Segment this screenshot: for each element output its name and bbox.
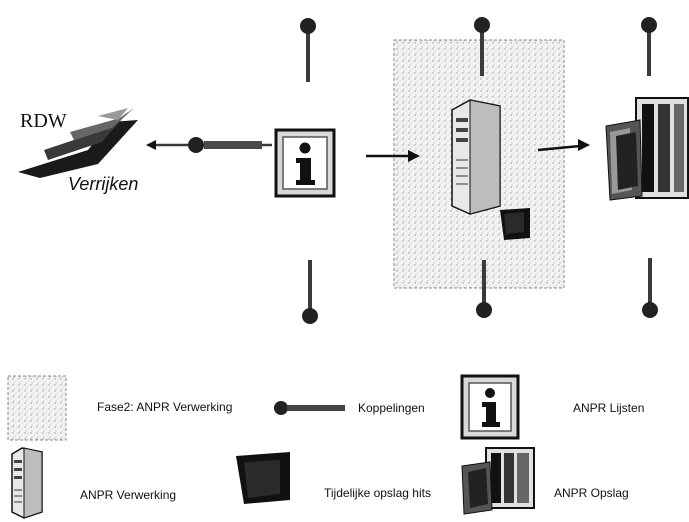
legend-swatch-server	[11, 447, 43, 519]
legend-swatch-temp-storage	[236, 452, 290, 504]
arrow-lijsten-verwerking	[366, 150, 420, 162]
legend-label-koppelingen: Koppelingen	[358, 401, 425, 415]
rdw-title: RDW	[20, 110, 67, 132]
connector-top-opslag	[641, 17, 657, 76]
legend-label-fase2: Fase2: ANPR Verwerking	[97, 400, 233, 414]
server-icon	[451, 99, 501, 215]
legend-label-anpr-opslag: ANPR Opslag	[554, 486, 629, 500]
connector-top-lijsten	[300, 18, 316, 82]
rdw-logo	[18, 108, 138, 178]
rdw-subtitle: Verrijken	[68, 174, 139, 194]
legend-swatch-fase2	[7, 375, 67, 441]
archive-icon	[605, 97, 689, 201]
koppeling-lijsten-rdw	[146, 137, 272, 153]
connector-bottom-verwerking	[476, 260, 492, 318]
legend-swatch-archive	[461, 447, 535, 515]
legend-swatch-koppeling	[274, 401, 345, 415]
info-icon	[274, 128, 336, 198]
legend-label-anpr-lijsten: ANPR Lijsten	[573, 401, 645, 415]
connector-bottom-opslag	[642, 258, 658, 318]
legend-swatch-info	[460, 374, 520, 440]
arrow-verwerking-opslag	[537, 139, 590, 152]
connector-bottom-lijsten	[302, 260, 318, 324]
connector-top-verwerking	[474, 17, 490, 76]
legend-label-anpr-verwerking: ANPR Verwerking	[80, 488, 177, 502]
temp-storage-block	[500, 208, 530, 240]
legend-label-temp-storage: Tijdelijke opslag hits	[324, 486, 431, 500]
